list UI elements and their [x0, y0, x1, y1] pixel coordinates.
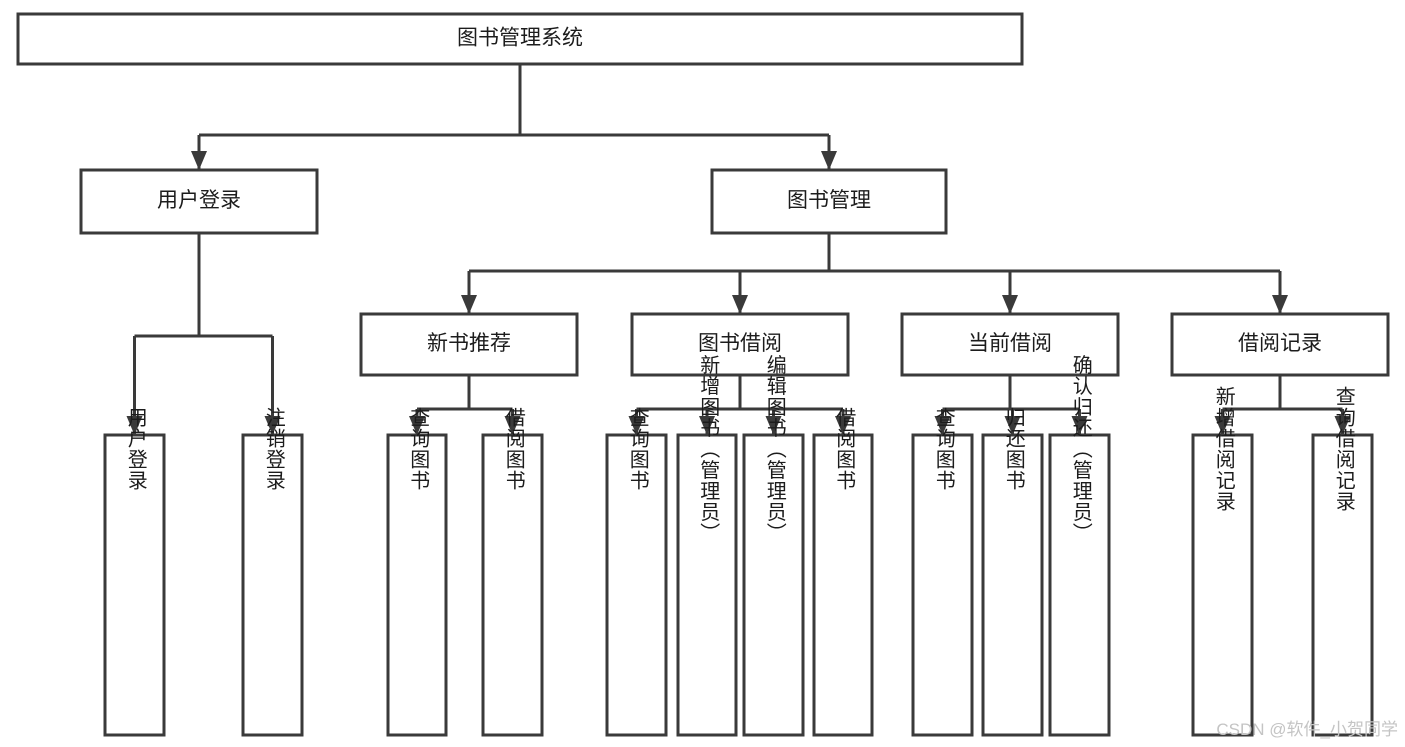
node-box-leaf-borrow-query-book[interactable] — [605, 433, 668, 737]
node-new-book-rec[interactable]: 新书推荐 — [359, 312, 579, 377]
node-box-leaf-borrow-edit-book[interactable] — [742, 433, 805, 737]
node-box-user-login[interactable] — [79, 168, 319, 235]
node-label-leaf-user-login: 用户登录 — [124, 407, 147, 491]
arrow-head-icon — [934, 416, 951, 435]
node-leaf-borrow-add-book[interactable]: 新增图书（管理员） — [676, 354, 738, 737]
arrow-head-icon — [126, 416, 143, 435]
node-leaf-user-login[interactable]: 用户登录 — [103, 407, 166, 737]
node-leaf-borrow-edit-book[interactable]: 编辑图书（管理员） — [742, 354, 805, 737]
arrow-head-icon — [1004, 416, 1021, 435]
node-label-leaf-record-add: 新增借阅记录 — [1212, 386, 1235, 512]
arrow-head-icon — [732, 295, 748, 314]
node-label-leaf-borrow-borrow-book: 借阅图书 — [833, 407, 856, 491]
arrow-head-icon — [504, 416, 521, 435]
node-leaf-rec-borrow-book[interactable]: 借阅图书 — [481, 407, 544, 737]
node-box-leaf-current-confirm-return[interactable] — [1048, 433, 1111, 737]
node-box-leaf-rec-query-book[interactable] — [386, 433, 448, 737]
watermark-label: CSDN @软件_小贺同学 — [1216, 720, 1398, 739]
node-box-current-borrow[interactable] — [900, 312, 1120, 377]
node-label-user-login: 用户登录 — [157, 189, 241, 212]
node-leaf-record-add[interactable]: 新增借阅记录 — [1191, 386, 1254, 737]
arrow-head-icon — [765, 416, 782, 435]
node-label-new-book-rec: 新书推荐 — [427, 332, 511, 355]
node-leaf-current-return-book[interactable]: 归还图书 — [981, 407, 1044, 737]
node-label-leaf-current-query-book: 查询图书 — [932, 407, 955, 491]
node-leaf-rec-query-book[interactable]: 查询图书 — [386, 407, 448, 737]
arrow-head-icon — [1002, 295, 1018, 314]
arrow-head-icon — [264, 416, 281, 435]
node-current-borrow[interactable]: 当前借阅 — [900, 312, 1120, 377]
arrow-head-icon — [1272, 295, 1288, 314]
node-leaf-user-logout[interactable]: 注销登录 — [241, 407, 304, 737]
node-root[interactable]: 图书管理系统 — [16, 12, 1024, 66]
node-box-book-manage[interactable] — [710, 168, 948, 235]
node-box-leaf-current-return-book[interactable] — [981, 433, 1044, 737]
arrow-head-icon — [1214, 416, 1231, 435]
connectors-layer — [126, 64, 1351, 435]
arrow-head-icon — [835, 416, 851, 435]
node-leaf-current-query-book[interactable]: 查询图书 — [911, 407, 974, 737]
node-label-leaf-current-return-book: 归还图书 — [1002, 407, 1025, 491]
node-user-login[interactable]: 用户登录 — [79, 168, 319, 235]
node-box-borrow-record[interactable] — [1170, 312, 1390, 377]
node-label-leaf-borrow-add-book: 新增图书（管理员） — [697, 354, 720, 543]
node-label-book-borrow: 图书借阅 — [698, 332, 782, 355]
node-box-new-book-rec[interactable] — [359, 312, 579, 377]
node-box-leaf-borrow-borrow-book[interactable] — [812, 433, 874, 737]
node-label-leaf-borrow-query-book: 查询图书 — [626, 407, 649, 491]
node-label-leaf-user-logout: 注销登录 — [262, 407, 285, 491]
node-leaf-borrow-borrow-book[interactable]: 借阅图书 — [812, 407, 874, 737]
node-box-leaf-user-login[interactable] — [103, 433, 166, 737]
node-box-book-borrow[interactable] — [630, 312, 850, 377]
node-leaf-borrow-query-book[interactable]: 查询图书 — [605, 407, 668, 737]
arrow-head-icon — [1071, 416, 1088, 435]
arrow-head-icon — [821, 151, 837, 170]
node-box-leaf-record-add[interactable] — [1191, 433, 1254, 737]
node-book-manage[interactable]: 图书管理 — [710, 168, 948, 235]
node-label-root: 图书管理系统 — [457, 27, 583, 50]
node-label-leaf-rec-borrow-book: 借阅图书 — [502, 407, 525, 491]
node-label-book-manage: 图书管理 — [787, 189, 871, 212]
node-box-root[interactable] — [16, 12, 1024, 66]
node-label-leaf-record-query: 查询借阅记录 — [1332, 386, 1355, 512]
node-label-leaf-current-confirm-return: 确认归还（管理员） — [1069, 354, 1092, 543]
node-box-leaf-current-query-book[interactable] — [911, 433, 974, 737]
node-label-current-borrow: 当前借阅 — [968, 332, 1052, 355]
node-label-borrow-record: 借阅记录 — [1238, 332, 1322, 355]
nodes-layer: 图书管理系统用户登录图书管理新书推荐图书借阅当前借阅借阅记录用户登录注销登录查询… — [16, 12, 1390, 737]
node-box-leaf-user-logout[interactable] — [241, 433, 304, 737]
arrow-head-icon — [409, 416, 425, 435]
arrow-head-icon — [191, 151, 207, 170]
node-box-leaf-rec-borrow-book[interactable] — [481, 433, 544, 737]
node-leaf-current-confirm-return[interactable]: 确认归还（管理员） — [1048, 354, 1111, 737]
node-borrow-record[interactable]: 借阅记录 — [1170, 312, 1390, 377]
arrow-head-icon — [628, 416, 645, 435]
arrow-head-icon — [461, 295, 477, 314]
node-label-leaf-rec-query-book: 查询图书 — [407, 407, 430, 491]
node-box-leaf-record-query[interactable] — [1311, 433, 1374, 737]
arrow-head-icon — [699, 416, 715, 435]
node-box-leaf-borrow-add-book[interactable] — [676, 433, 738, 737]
node-leaf-record-query[interactable]: 查询借阅记录 — [1311, 386, 1374, 737]
node-book-borrow[interactable]: 图书借阅 — [630, 312, 850, 377]
arrow-head-icon — [1334, 416, 1351, 435]
node-label-leaf-borrow-edit-book: 编辑图书（管理员） — [763, 354, 786, 543]
